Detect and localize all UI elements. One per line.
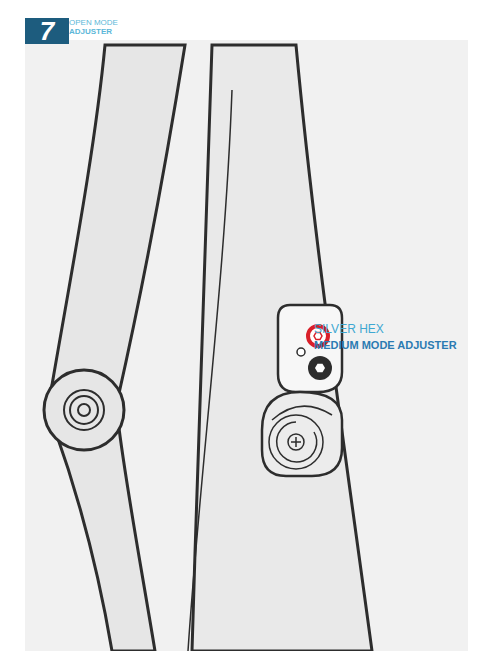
heading-line: OPEN MODE (69, 19, 118, 28)
heading-line: ADJUSTER (69, 28, 112, 37)
black-hex-knob (308, 356, 332, 380)
small-port (297, 348, 305, 356)
tube-seam (188, 90, 232, 651)
step-number: 7 (40, 18, 54, 44)
seat-stay (48, 45, 185, 400)
part-function: MEDIUM MODE ADJUSTER (314, 339, 457, 351)
pivot (44, 370, 124, 450)
step-badge: 7 (25, 18, 69, 44)
cover-bolt (269, 415, 323, 469)
lower-cover (262, 392, 342, 476)
part-name: SILVER HEX (314, 323, 384, 336)
lower-stay (55, 420, 155, 651)
panel-ground (25, 40, 468, 651)
